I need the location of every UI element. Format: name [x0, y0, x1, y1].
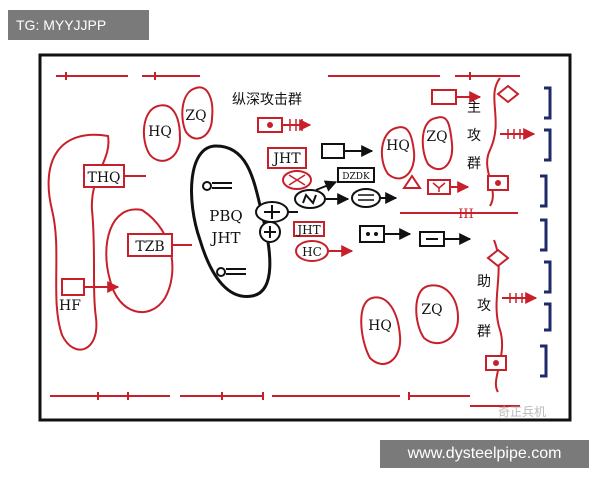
- jht-lower-label: JHT: [295, 223, 320, 237]
- hq-label-support: HQ: [368, 318, 392, 334]
- zq-label-upper-left: ZQ: [185, 108, 206, 124]
- main-group-triangle: [402, 174, 422, 189]
- main-group-box-upper: [431, 89, 482, 105]
- tzb-label: TZB: [135, 239, 164, 255]
- zq-enclosure-upper-left: [181, 86, 214, 140]
- artillery-symbol-lower: [216, 267, 246, 277]
- watermark: 奇正兵机: [498, 405, 547, 419]
- pbq-enclosure: [190, 144, 272, 298]
- zq-enclosure-main: [421, 116, 454, 171]
- site-label: www.dysteelpipe.com: [380, 440, 589, 468]
- black-dot-box-symbol: [359, 225, 412, 243]
- zq-label-support: ZQ: [421, 302, 442, 318]
- tick-mark-label: III: [458, 207, 473, 222]
- enemy-front-line: [540, 86, 552, 378]
- command-post-symbol: [257, 117, 312, 133]
- main-group-y-symbol: [427, 179, 470, 195]
- hf-box: [61, 278, 85, 296]
- tag-label: TG: MYYJJPP: [8, 10, 149, 40]
- black-arrow-1: [315, 180, 338, 192]
- dzdk-box: [337, 167, 375, 183]
- zq-label-main: ZQ: [426, 129, 447, 145]
- jht-top-box: [267, 147, 307, 169]
- main-group-diamond: [496, 84, 520, 104]
- jht-center-label: JHT: [209, 229, 240, 247]
- main-group-command-box: [487, 175, 509, 191]
- hc-label: HC: [302, 245, 322, 259]
- support-group-label-3: 群: [477, 324, 491, 340]
- zq-enclosure-support: [415, 284, 460, 345]
- main-group-label-3: 群: [467, 156, 481, 172]
- main-group-label-1: 主: [467, 100, 481, 116]
- hf-label: HF: [59, 298, 81, 314]
- hq-label-upper-left: HQ: [148, 124, 172, 140]
- black-rect-symbol-upper: [321, 143, 374, 159]
- n-ellipse-symbol: [294, 189, 326, 209]
- jht-top-label: JHT: [271, 151, 301, 167]
- rear-area-enclosure-outer: [47, 133, 110, 351]
- main-group-forward-arrow: [500, 128, 536, 140]
- red-ellipse-cross-symbol: [282, 170, 312, 190]
- support-group-command-box: [485, 355, 507, 371]
- support-group-diamond: [486, 248, 510, 268]
- black-ellipse-lines-symbol: [351, 188, 398, 208]
- main-group-label-2: 攻: [467, 128, 481, 144]
- jht-lower-box: [293, 221, 325, 237]
- hq-enclosure-support: [360, 296, 402, 365]
- support-group-label-1: 助: [477, 274, 491, 290]
- thq-label: THQ: [87, 170, 120, 186]
- black-dash-box-symbol: [419, 231, 472, 247]
- hq-enclosure-main: [380, 126, 416, 180]
- dzdk-label: DZDK: [342, 172, 370, 182]
- hq-label-main: HQ: [386, 138, 410, 154]
- artillery-symbol-upper: [202, 181, 232, 191]
- hq-enclosure-upper-left: [142, 104, 182, 162]
- bottom-boundary-line: [50, 392, 520, 407]
- hc-symbol: [295, 240, 354, 262]
- pbq-label: PBQ: [209, 207, 242, 225]
- top-boundary-line: [56, 72, 520, 80]
- radio-symbol: [259, 221, 281, 243]
- column-title: 纵深攻击群: [232, 92, 302, 108]
- support-group-forward-arrow: [502, 292, 538, 304]
- support-group-label-2: 攻: [477, 298, 491, 314]
